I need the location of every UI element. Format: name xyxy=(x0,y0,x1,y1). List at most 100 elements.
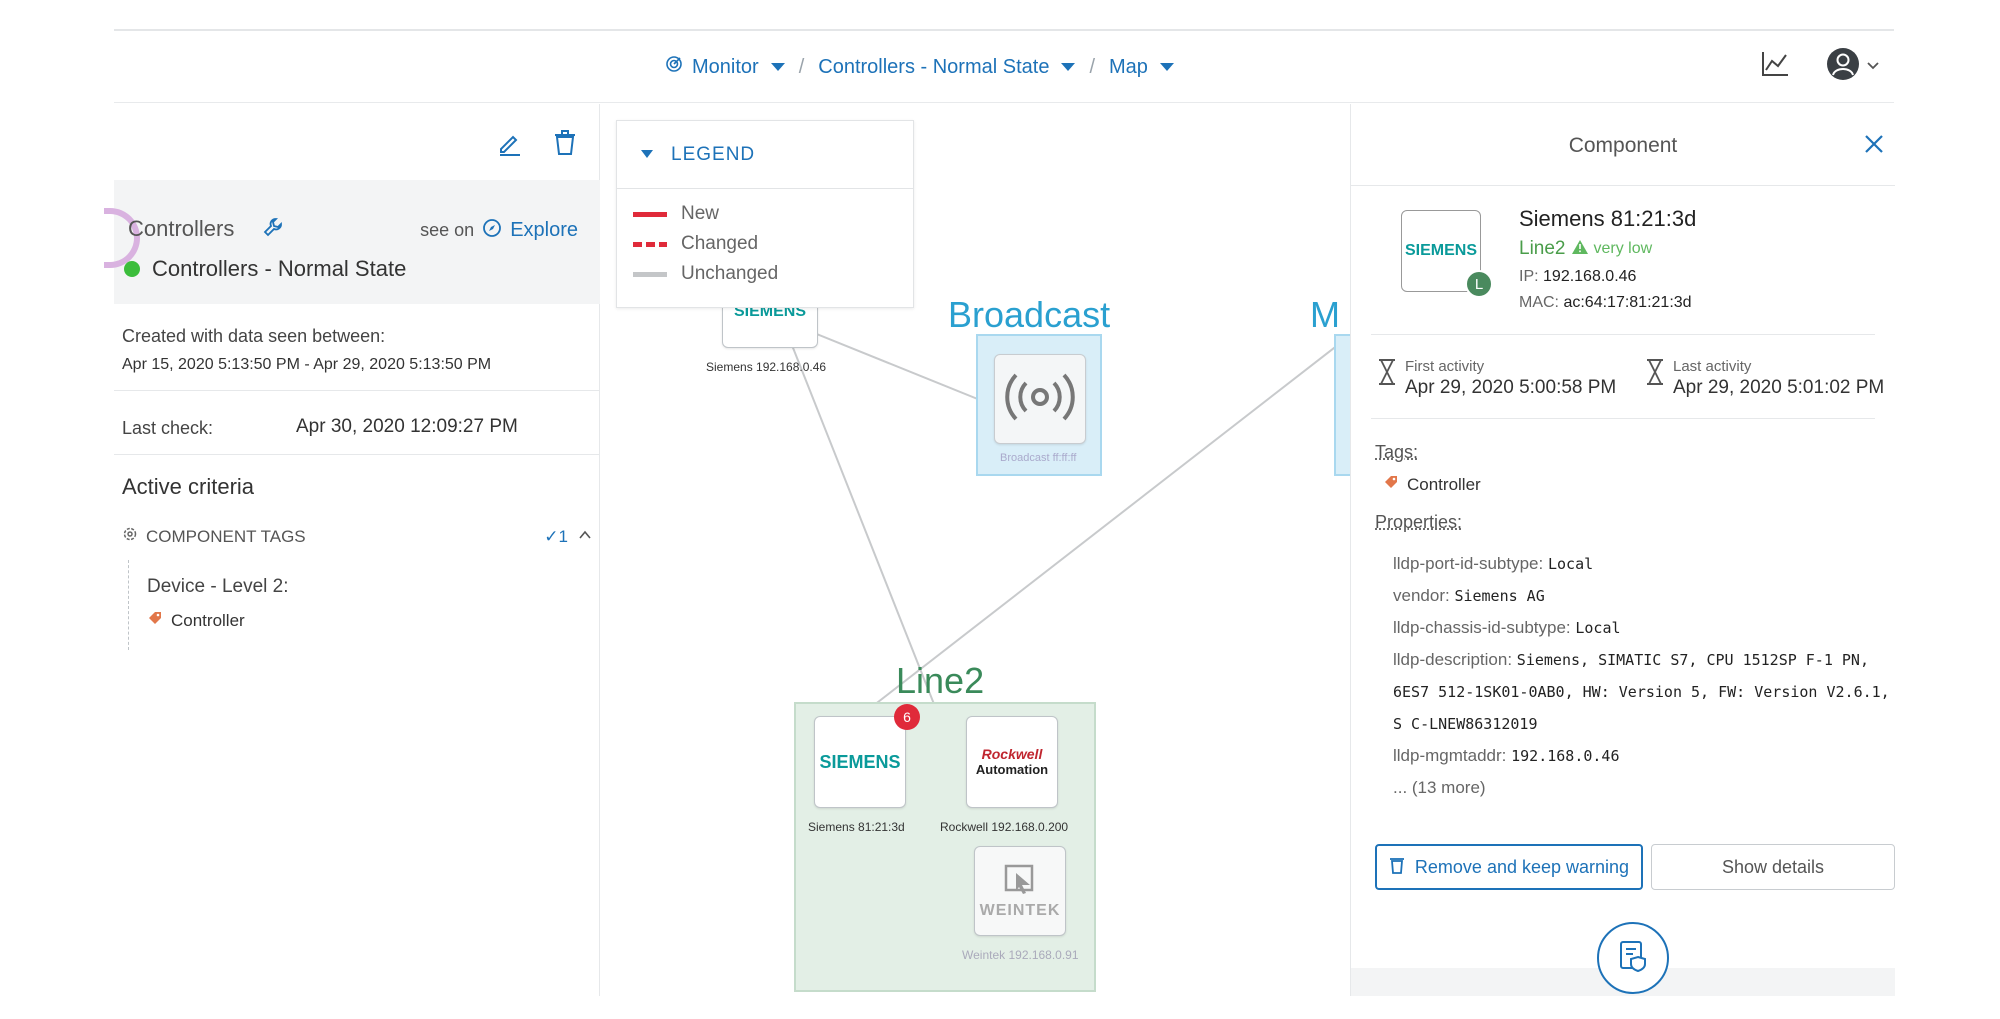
header: Monitor / Controllers - Normal State / M… xyxy=(114,31,1894,103)
breadcrumb-label: Controllers - Normal State xyxy=(818,55,1050,78)
property-key: vendor: xyxy=(1393,586,1450,605)
group-name[interactable]: Line2 xyxy=(1519,238,1566,259)
divider xyxy=(114,454,600,455)
property-key: lldp-chassis-id-subtype: xyxy=(1393,618,1571,637)
divider xyxy=(114,390,600,391)
node-rockwell[interactable]: Rockwell Automation xyxy=(966,716,1058,808)
broadcast-icon xyxy=(1004,368,1076,431)
left-panel: Controllers see on Explore Controllers -… xyxy=(104,104,600,996)
ip-label: IP: xyxy=(1519,268,1539,285)
see-on-link: see on Explore xyxy=(420,218,578,243)
report-shield-icon xyxy=(1618,939,1648,978)
group-m[interactable] xyxy=(1334,334,1350,476)
divider xyxy=(1371,334,1875,335)
decorative-arc xyxy=(104,208,140,268)
trash-icon[interactable] xyxy=(553,130,577,161)
created-range: Apr 15, 2020 5:13:50 PM - Apr 29, 2020 5… xyxy=(122,356,492,373)
component-name: Siemens 81:21:3d xyxy=(1519,206,1697,231)
chart-icon[interactable] xyxy=(1760,50,1790,83)
first-activity: First activity Apr 29, 2020 5:00:58 PM xyxy=(1377,358,1616,399)
level-badge: L xyxy=(1465,270,1493,298)
explore-link[interactable]: Explore xyxy=(510,219,578,241)
node-label: Siemens 81:21:3d xyxy=(808,820,905,834)
property-value: 192.168.0.46 xyxy=(1511,747,1620,765)
tag-icon xyxy=(147,610,163,631)
property-row: lldp-port-id-subtype: Local xyxy=(1393,548,1893,580)
edit-icon[interactable] xyxy=(497,130,523,161)
rockwell-logo-top: Rockwell xyxy=(981,746,1043,762)
card-title: Controllers xyxy=(128,216,235,241)
mac-row: MAC: ac:64:17:81:21:3d xyxy=(1519,294,1692,312)
group-label: M xyxy=(1310,294,1340,335)
mac-label: MAC: xyxy=(1519,294,1559,311)
triangle-down-icon xyxy=(641,144,653,166)
last-activity: Last activity Apr 29, 2020 5:01:02 PM xyxy=(1645,358,1884,399)
panel-title: Component xyxy=(1568,134,1678,157)
node-label: Weintek 192.168.0.91 xyxy=(962,948,1079,962)
breadcrumb-separator: / xyxy=(798,55,805,78)
status-dot-icon xyxy=(124,261,140,277)
node-label: Siemens 192.168.0.46 xyxy=(706,360,827,374)
controller-card: Controllers see on Explore Controllers -… xyxy=(104,180,600,304)
weintek-logo: WEINTEK xyxy=(979,901,1061,919)
breadcrumb: Monitor / Controllers - Normal State / M… xyxy=(664,31,1174,103)
property-row: lldp-chassis-id-subtype: Local xyxy=(1393,612,1893,644)
criteria-tag-label: Controller xyxy=(171,610,245,630)
first-activity-value: Apr 29, 2020 5:00:58 PM xyxy=(1405,377,1617,398)
report-shield-button[interactable] xyxy=(1597,922,1669,994)
legend-item-unchanged: Unchanged xyxy=(633,259,913,289)
more-properties[interactable]: ... (13 more) xyxy=(1393,778,1486,797)
top-divider xyxy=(114,29,1894,31)
remove-keep-warning-button[interactable]: Remove and keep warning xyxy=(1375,844,1643,890)
property-value: Siemens, SIMATIC S7, CPU 1512SP F-1 PN, … xyxy=(1393,651,1890,733)
user-menu[interactable] xyxy=(1826,47,1880,86)
property-value: Local xyxy=(1575,619,1621,637)
properties-label: Properties: xyxy=(1375,512,1463,532)
component-logo: SIEMENS xyxy=(1401,210,1481,292)
component-tags-label: COMPONENT TAGS xyxy=(146,526,306,546)
node-label: Broadcast ff:ff:ff xyxy=(1000,452,1077,464)
legend: LEGEND New Changed Unchanged xyxy=(616,120,914,308)
property-key: lldp-description: xyxy=(1393,650,1513,669)
legend-header[interactable]: LEGEND xyxy=(617,121,913,189)
component-tags-row[interactable]: COMPONENT TAGS ✓1 xyxy=(122,526,592,547)
mac-value: ac:64:17:81:21:3d xyxy=(1563,294,1692,311)
breadcrumb-state[interactable]: Controllers - Normal State xyxy=(818,55,1076,79)
wrench-icon[interactable] xyxy=(262,216,284,243)
property-key: lldp-mgmtaddr: xyxy=(1393,746,1507,765)
see-on-label: see on xyxy=(420,220,475,240)
breadcrumb-label: Map xyxy=(1109,55,1148,78)
chevron-down-icon xyxy=(1866,58,1880,76)
remove-button-label: Remove and keep warning xyxy=(1414,856,1630,877)
legend-item-changed: Changed xyxy=(633,229,913,259)
legend-swatch xyxy=(633,271,667,277)
properties-list: lldp-port-id-subtype: Local vendor: Siem… xyxy=(1393,548,1893,803)
siemens-logo: SIEMENS xyxy=(819,751,901,772)
close-icon[interactable] xyxy=(1863,130,1885,162)
property-value: Siemens AG xyxy=(1454,587,1545,605)
legend-title: LEGEND xyxy=(671,143,756,165)
chevron-up-icon[interactable] xyxy=(578,527,592,547)
show-details-button[interactable]: Show details xyxy=(1651,844,1895,890)
hourglass-icon xyxy=(1377,358,1397,399)
node-siemens-81[interactable]: SIEMENS xyxy=(814,716,906,808)
hourglass-icon xyxy=(1645,358,1665,399)
node-broadcast[interactable] xyxy=(994,354,1086,444)
created-label: Created with data seen between: xyxy=(122,326,386,346)
legend-label: Changed xyxy=(681,233,759,254)
node-weintek[interactable]: WEINTEK xyxy=(974,846,1066,936)
property-value: Local xyxy=(1547,555,1594,573)
compass-icon xyxy=(482,218,502,243)
ip-row: IP: 192.168.0.46 xyxy=(1519,268,1636,286)
property-row: vendor: Siemens AG xyxy=(1393,580,1893,612)
weintek-icon xyxy=(1002,863,1038,902)
breadcrumb-monitor[interactable]: Monitor xyxy=(664,54,785,80)
breadcrumb-label: Monitor xyxy=(692,55,759,78)
ip-value: 192.168.0.46 xyxy=(1543,268,1637,285)
chevron-down-icon xyxy=(1159,63,1174,71)
network-map[interactable]: LEGEND New Changed Unchanged SIEMENS Sie… xyxy=(602,104,1350,996)
property-row: lldp-mgmtaddr: 192.168.0.46 xyxy=(1393,740,1893,772)
last-activity-value: Apr 29, 2020 5:01:02 PM xyxy=(1673,377,1885,398)
breadcrumb-map[interactable]: Map xyxy=(1109,56,1174,79)
component-panel: Component SIEMENS L Siemens 81:21:3d Lin… xyxy=(1350,104,1895,996)
